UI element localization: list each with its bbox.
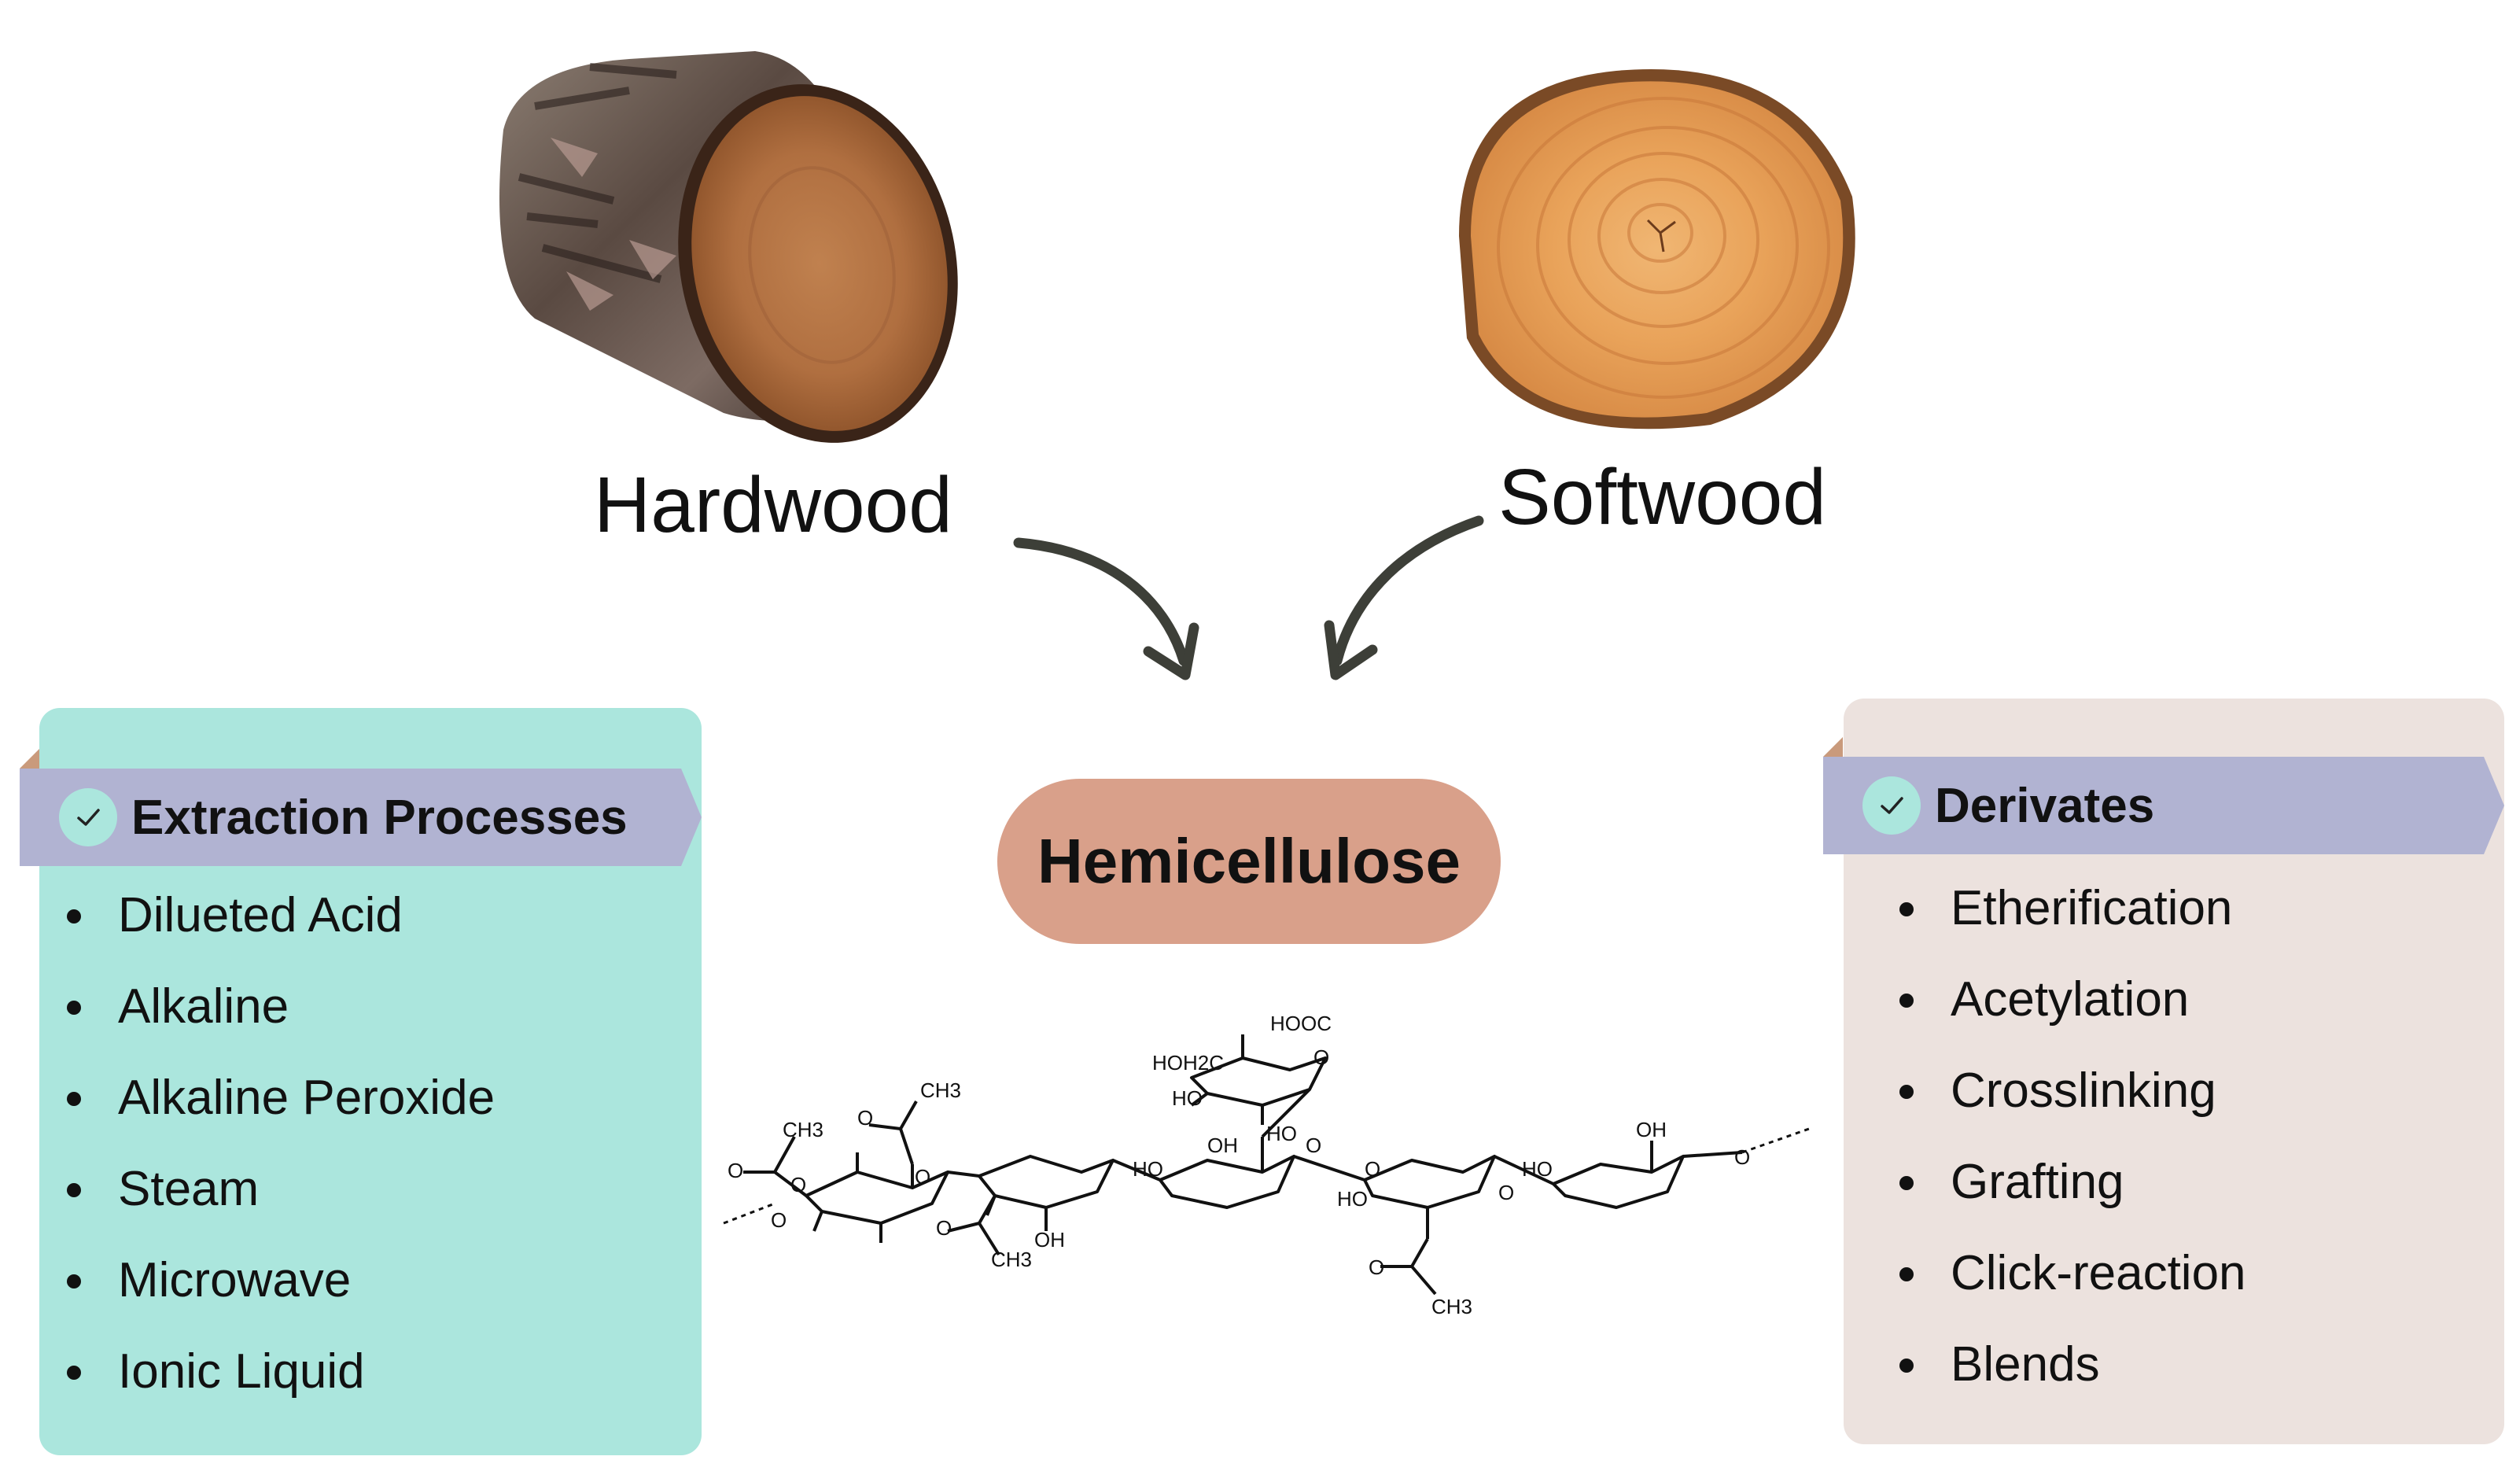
svg-text:HOOC: HOOC [1270,1012,1332,1035]
list-item: Ionic Liquid [39,1326,495,1418]
svg-text:O: O [857,1106,873,1130]
svg-text:OH: OH [1207,1134,1238,1157]
hemicellulose-structure-diagram: HOOC HOH2C HO O HO CH3 O CH3 O O O O CH3… [723,1012,1810,1318]
list-item: Crosslinking [1872,1045,2246,1137]
derivates-list: Etherification Acetylation Crosslinking … [1872,863,2246,1410]
svg-text:HO: HO [1266,1122,1297,1145]
extraction-banner-fold [20,749,39,769]
hardwood-log-image [499,51,958,443]
list-item: Blends [1872,1319,2246,1410]
svg-text:HO: HO [1337,1187,1368,1211]
svg-text:OH: OH [1636,1118,1667,1141]
svg-text:O: O [915,1165,930,1189]
svg-text:O: O [1498,1181,1514,1204]
derivates-banner-fold [1823,737,1843,757]
softwood-label: Softwood [1498,453,1826,541]
svg-text:O: O [1365,1157,1380,1181]
list-item: Microwave [39,1235,495,1326]
list-item: Alkaline Peroxide [39,1053,495,1144]
extraction-title: Extraction Processes [131,790,628,845]
svg-text:O: O [1313,1045,1329,1069]
arrow-softwood-head [1324,620,1378,680]
svg-text:CH3: CH3 [783,1118,823,1141]
svg-text:O: O [771,1208,787,1232]
arrow-softwood [1332,515,1484,666]
svg-text:HO: HO [1172,1086,1203,1110]
svg-text:O: O [936,1216,952,1240]
svg-text:HO: HO [1522,1157,1553,1181]
list-item: Steam [39,1144,495,1235]
svg-text:O: O [728,1159,743,1182]
hemicellulose-node: Hemicellulose [997,779,1501,944]
list-item: Acetylation [1872,954,2246,1045]
extraction-list: Dilueted Acid Alkaline Alkaline Peroxide… [39,870,495,1418]
svg-text:HO: HO [1133,1157,1163,1181]
check-icon [59,788,117,846]
svg-text:O: O [1734,1145,1750,1169]
arrow-hardwood [1013,537,1189,666]
svg-text:CH3: CH3 [1431,1295,1472,1318]
check-icon [1862,776,1921,835]
extraction-banner: Extraction Processes [20,769,702,866]
svg-text:CH3: CH3 [991,1248,1032,1271]
hemicellulose-label: Hemicellulose [1037,826,1461,896]
list-item: Grafting [1872,1137,2246,1228]
svg-text:O: O [790,1173,806,1196]
softwood-cross-section-image [1459,69,1855,430]
list-item: Click-reaction [1872,1228,2246,1319]
list-item: Alkaline [39,961,495,1053]
hardwood-label: Hardwood [594,461,952,549]
derivates-title: Derivates [1935,778,2155,833]
list-item: Dilueted Acid [39,870,495,961]
svg-text:O: O [1369,1255,1384,1279]
derivates-banner: Derivates [1823,757,2504,854]
svg-text:HOH2C: HOH2C [1152,1051,1224,1075]
arrow-hardwood-head [1143,622,1199,680]
svg-text:OH: OH [1034,1228,1065,1252]
svg-text:O: O [1306,1134,1321,1157]
list-item: Etherification [1872,863,2246,954]
svg-text:CH3: CH3 [920,1078,961,1102]
